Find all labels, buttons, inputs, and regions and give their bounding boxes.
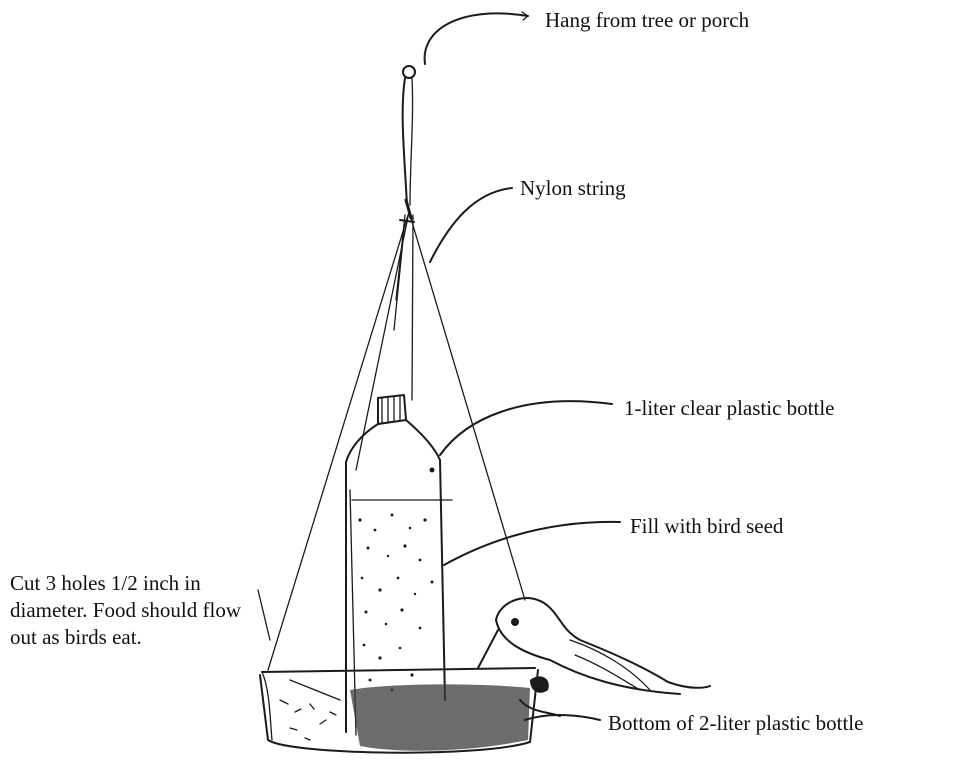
holes-arrow: [258, 590, 340, 700]
label-hang: Hang from tree or porch: [545, 8, 749, 33]
label-base: Bottom of 2-liter plastic bottle: [608, 711, 863, 736]
hanging-loop: [403, 66, 415, 205]
label-holes: Cut 3 holes 1/2 inch in diameter. Food s…: [10, 570, 260, 651]
leader-lines: [425, 12, 620, 720]
seed-speckles: [358, 514, 433, 692]
label-bottle: 1-liter clear plastic bottle: [624, 396, 835, 421]
bottle-cap: [378, 395, 406, 424]
tray-base: [260, 668, 538, 753]
label-nylon-string: Nylon string: [520, 176, 626, 201]
label-fill: Fill with bird seed: [630, 514, 783, 539]
nylon-strings: [268, 212, 525, 670]
